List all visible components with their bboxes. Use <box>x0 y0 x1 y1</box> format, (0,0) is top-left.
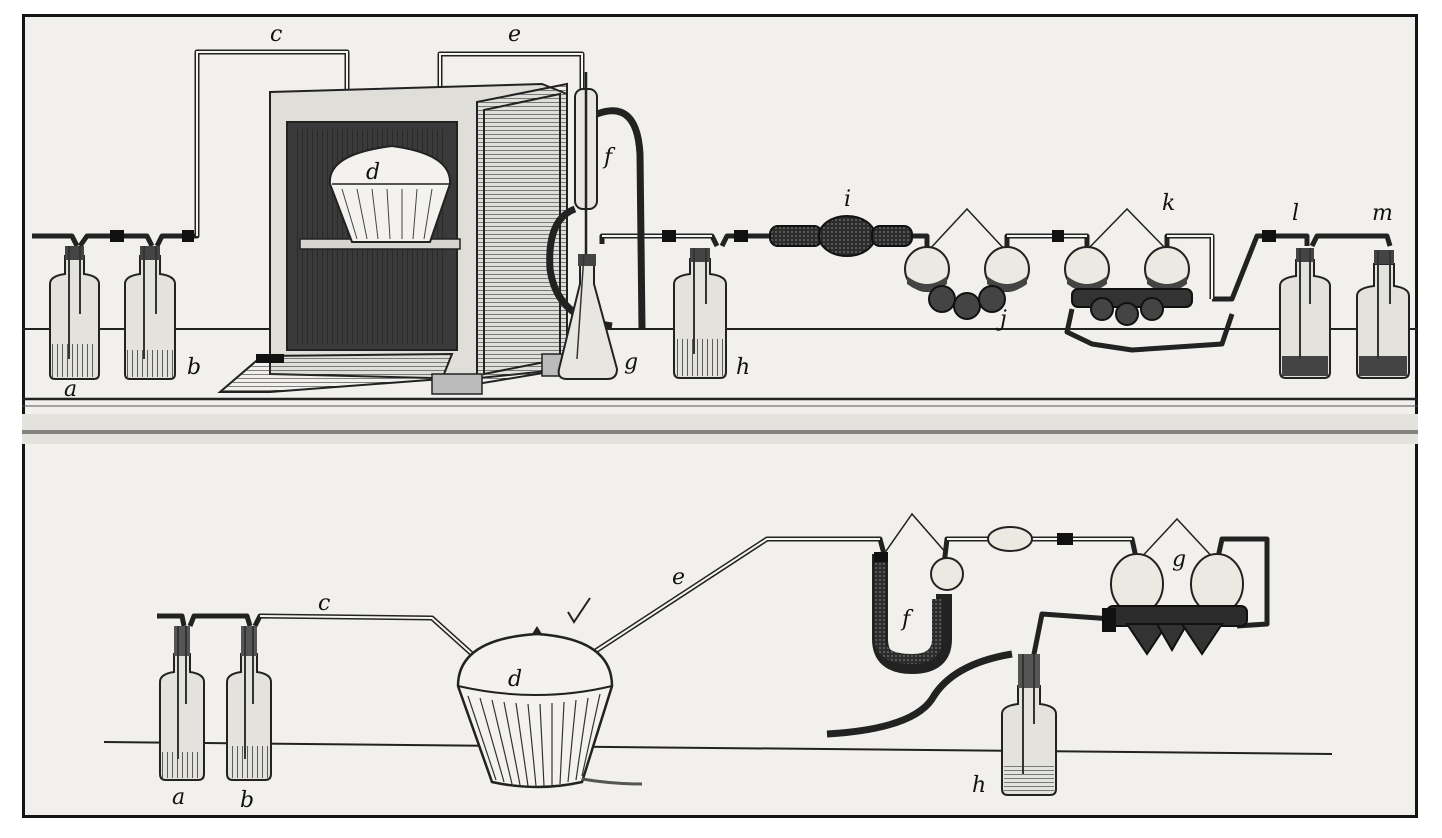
label-upper-l: l <box>1292 201 1299 226</box>
label-lower-a: a <box>172 785 185 810</box>
u-tube-f <box>872 512 964 675</box>
label-lower-c: c <box>318 591 330 616</box>
upper-panel: a b c d e f g h i j k l m <box>22 22 1418 407</box>
absorption-bulbs-j <box>904 207 1030 320</box>
label-upper-f: f <box>602 145 616 170</box>
absorption-bulbs-g <box>1102 517 1248 656</box>
label-lower-h: h <box>972 773 986 798</box>
label-upper-g: g <box>624 350 638 375</box>
label-upper-e: e <box>508 22 521 47</box>
lower-panel: a b c d e f g h <box>103 512 1333 813</box>
flask-g <box>557 253 619 380</box>
label-upper-i: i <box>844 187 851 212</box>
label-upper-k: k <box>1162 191 1175 216</box>
label-lower-f: f <box>900 607 914 632</box>
bottle-h-upper <box>673 248 727 379</box>
bottle-m <box>1356 250 1410 379</box>
absorption-bulbs-k <box>1064 207 1193 326</box>
label-upper-b: b <box>187 355 201 380</box>
label-upper-m: m <box>1372 201 1393 226</box>
bottle-l <box>1279 248 1331 379</box>
label-lower-e: e <box>672 565 685 590</box>
label-lower-b: b <box>240 788 254 813</box>
label-lower-g: g <box>1172 547 1186 572</box>
bottle-a <box>49 246 100 380</box>
panel-divider <box>22 414 1418 444</box>
drying-tube-i <box>769 215 913 257</box>
bottle-b <box>124 246 176 380</box>
lower-bottle-b <box>226 626 272 781</box>
lower-bottle-h <box>1001 654 1057 796</box>
label-upper-a: a <box>64 377 77 402</box>
label-upper-c: c <box>270 22 282 47</box>
label-upper-d: d <box>366 160 380 185</box>
bell-jar-d <box>456 597 643 789</box>
lower-bottle-a <box>159 626 205 781</box>
cabinet <box>217 82 568 395</box>
label-lower-d: d <box>508 667 522 692</box>
apparatus-diagram: a b c d e f g h i j k l m <box>22 22 1418 813</box>
label-upper-h: h <box>736 355 750 380</box>
